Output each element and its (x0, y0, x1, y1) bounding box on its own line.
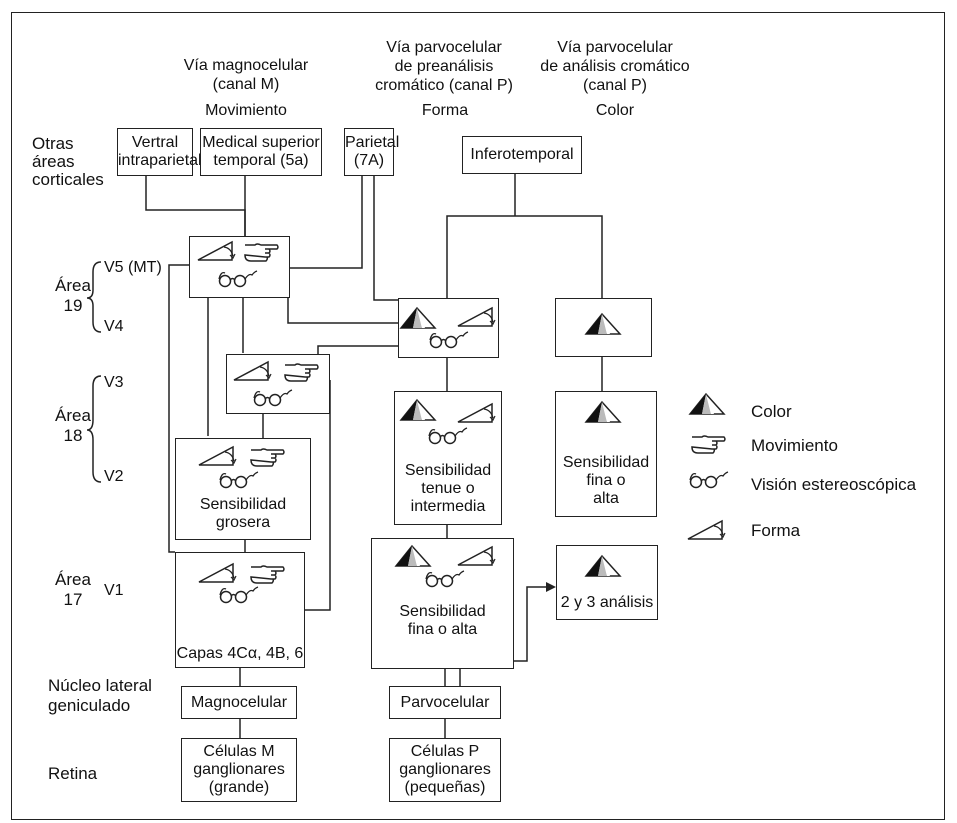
pathway-magno-label: Vía magnocelular (canal M) (183, 57, 309, 93)
box-v1-color: 2 y 3 análisis (556, 545, 658, 620)
pathway-parvo-analysis-label: Vía parvocelular de análisis cromático (… (540, 39, 690, 94)
box-celulas-m: Células M ganglionares (grande) (181, 738, 297, 802)
box-magnocelular: Magnocelular (181, 686, 297, 719)
pathway-parvo-pre-label: Vía parvocelular de preanálisis cromátic… (375, 39, 513, 94)
pathway-movement-label: Movimiento (205, 102, 287, 119)
row-nucleo-lateral: Núcleo lateral geniculado (48, 676, 152, 715)
box-celulas-p: Células P ganglionares (pequeñas) (389, 738, 501, 802)
level-v2: V2 (104, 468, 124, 485)
level-v3: V3 (104, 374, 124, 391)
row-otras-areas: Otras áreas corticales (32, 134, 104, 189)
row-area-17: Área 17 (55, 570, 91, 609)
row-retina: Retina (48, 764, 98, 783)
legend-movimiento: Movimiento (751, 436, 838, 455)
legend-forma: Forma (751, 521, 801, 540)
box-vertral-intraparietal: Vertral intraparietal (117, 128, 202, 176)
box-medical-superior-temporal: Medical superior temporal (5a) (200, 128, 322, 176)
level-v1: V1 (104, 582, 124, 599)
legend-color: Color (751, 402, 792, 421)
box-inferotemporal: Inferotemporal (462, 136, 582, 174)
row-area-19: Área 19 (55, 276, 91, 315)
legend-vision-estereoscopica: Visión estereoscópica (751, 475, 917, 494)
box-v2-parvo: Sensibilidad tenue o intermedia (394, 391, 502, 525)
pathway-form-label: Forma (421, 102, 469, 119)
level-v4: V4 (104, 318, 124, 335)
level-v5: V5 (MT) (104, 259, 162, 276)
box-v1-parvo: Sensibilidad fina o alta (371, 538, 514, 669)
box-parietal: Parietal (7A) (344, 128, 399, 176)
box-parvocelular: Parvocelular (389, 686, 501, 719)
box-v2-magno: Sensibilidad grosera (175, 438, 311, 540)
pathway-color-label: Color (595, 102, 635, 119)
row-area-18: Área 18 (55, 406, 91, 445)
figure-frame (11, 12, 945, 820)
box-v5-magno (189, 236, 290, 298)
